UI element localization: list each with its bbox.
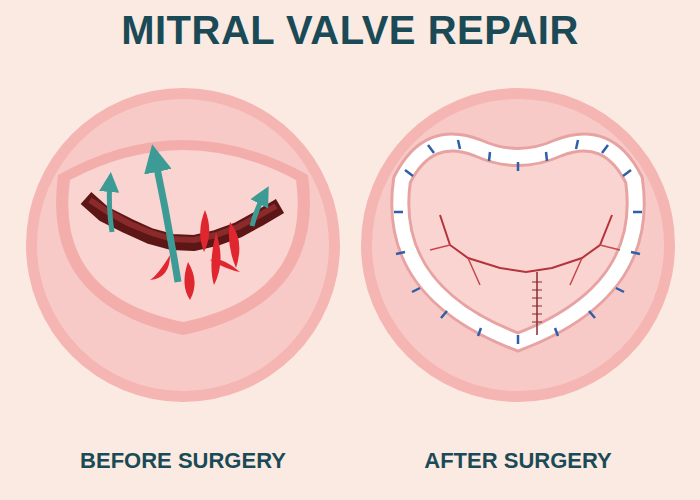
after-valve [361,88,675,402]
panel-label: BEFORE SURGERY [80,448,286,474]
diagram-title: MITRAL VALVE REPAIR [121,8,579,53]
before-valve [26,88,340,402]
panel-label: AFTER SURGERY [424,448,611,474]
